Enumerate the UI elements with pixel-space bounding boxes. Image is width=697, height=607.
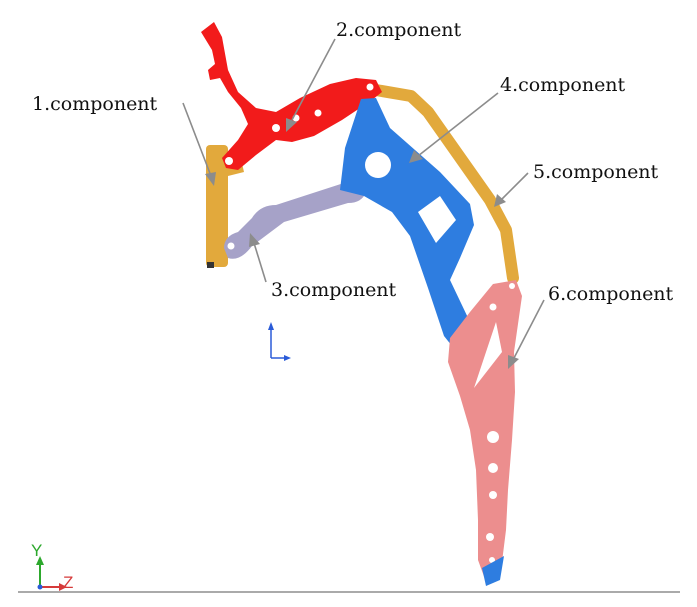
component-3-link	[224, 180, 366, 259]
leader-arrow-2	[286, 118, 297, 132]
label-component-6: 6.component	[548, 283, 674, 305]
leader-line-2	[291, 38, 336, 121]
leader-line-5	[501, 172, 529, 200]
label-component-3: 3.component	[271, 279, 397, 301]
label-component-1: 1.component	[32, 93, 158, 115]
leader-arrow-1	[205, 172, 216, 186]
leader-arrow-6	[508, 355, 519, 369]
leader-arrow-3	[249, 233, 260, 247]
component-4-lever	[340, 98, 474, 346]
label-component-4: 4.component	[500, 74, 626, 96]
leader-arrow-4	[409, 150, 423, 163]
leader-lines	[182, 38, 545, 369]
coordinate-triad-icon: Y Z	[31, 541, 73, 592]
component-2-crank	[201, 22, 382, 170]
axis-z-label: Z	[63, 573, 73, 592]
component-6-link	[448, 280, 522, 586]
label-component-5: 5.component	[533, 161, 659, 183]
axis-y-label: Y	[31, 541, 42, 560]
leader-line-4	[417, 92, 499, 157]
leader-line-6	[513, 299, 545, 359]
label-component-2: 2.component	[336, 19, 462, 41]
leader-arrow-5	[494, 194, 506, 207]
leader-line-1	[182, 102, 212, 177]
component-5-link	[370, 84, 519, 284]
center-axis-triad-icon	[268, 322, 291, 361]
leader-line-3	[253, 242, 267, 283]
